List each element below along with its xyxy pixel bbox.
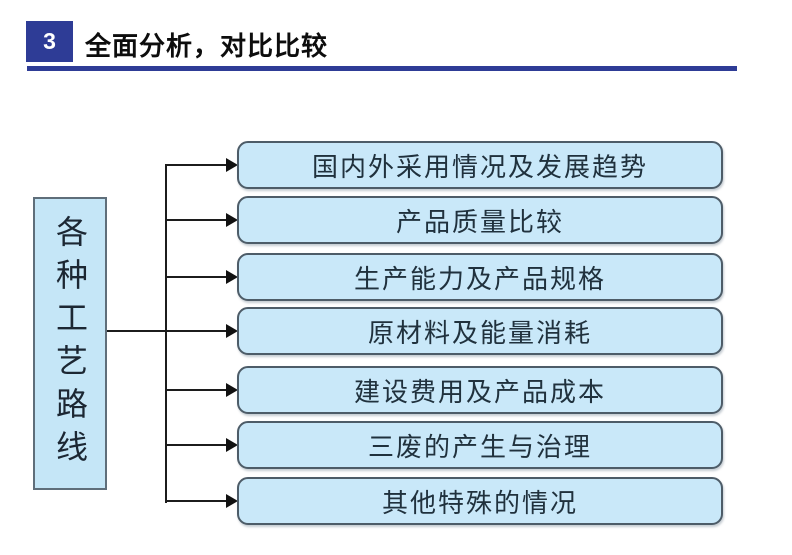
branch-box: 原材料及能量消耗 [237,307,723,355]
arrow-right-icon [226,494,238,508]
arrow-right-icon [226,158,238,172]
branch-label: 产品质量比较 [395,207,564,237]
branch-label: 生产能力及产品规格 [353,264,606,294]
branch-box: 产品质量比较 [237,196,723,244]
section-number: 3 [43,28,56,54]
branch-label: 建设费用及产品成本 [353,377,606,407]
arrow-right-icon [226,438,238,452]
arrow-right-icon [226,383,238,397]
connector-branch-line [166,276,228,278]
branch-box: 生产能力及产品规格 [237,253,723,301]
section-number-badge: 3 [26,21,73,62]
arrow-right-icon [226,324,238,338]
root-node-box: 各种工艺路线 [33,197,107,490]
branch-label: 国内外采用情况及发展趋势 [311,152,648,182]
branch-box: 国内外采用情况及发展趋势 [237,141,723,189]
connector-branch-line [166,219,228,221]
connector-trunk-line [165,164,167,503]
connector-root-stub [107,330,166,332]
connector-branch-line [166,164,228,166]
branch-label: 三废的产生与治理 [367,432,592,462]
branch-label: 其他特殊的情况 [381,488,578,518]
page-title: 全面分析，对比比较 [85,30,329,61]
branch-box: 三废的产生与治理 [237,421,723,469]
branch-box: 其他特殊的情况 [237,477,723,525]
branch-box: 建设费用及产品成本 [237,366,723,414]
connector-branch-line [166,389,228,391]
connector-branch-line [166,444,228,446]
arrow-right-icon [226,213,238,227]
header-divider [27,66,737,71]
branch-label: 原材料及能量消耗 [367,318,592,348]
root-node-label: 各种工艺路线 [52,214,88,473]
connector-branch-line [166,500,228,502]
arrow-right-icon [226,270,238,284]
connector-branch-line [166,330,228,332]
